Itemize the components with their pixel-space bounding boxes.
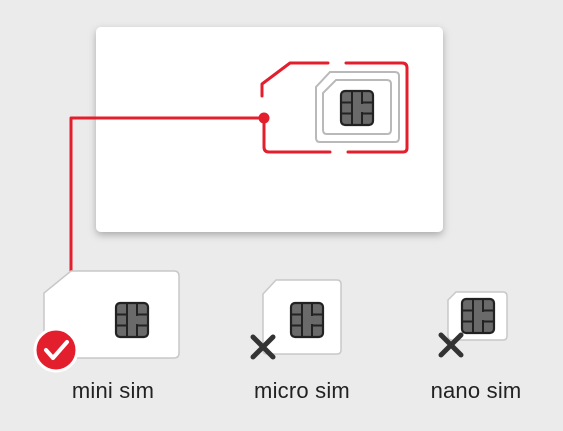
check-icon xyxy=(33,327,79,373)
nano-sim-label: nano sim xyxy=(430,378,522,403)
micro-sim-label: micro sim xyxy=(254,378,350,403)
mini-sim-label: mini sim xyxy=(71,378,155,403)
chip-icon xyxy=(460,297,496,335)
cross-icon xyxy=(438,332,464,358)
chip-icon xyxy=(339,89,375,127)
mini-sim-highlight-outline xyxy=(260,61,409,154)
connector-dot xyxy=(258,112,270,124)
connector-line xyxy=(69,116,264,276)
micro-sim-outline xyxy=(315,71,400,143)
sim-card-carrier xyxy=(96,27,443,232)
chip-icon xyxy=(289,301,325,339)
chip-icon xyxy=(114,301,150,339)
nano-sim-outline xyxy=(322,79,392,135)
cross-icon xyxy=(250,334,276,360)
